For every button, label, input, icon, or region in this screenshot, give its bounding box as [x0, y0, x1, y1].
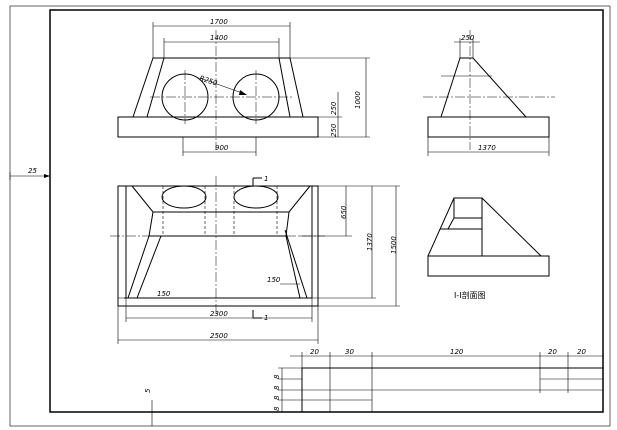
dim-plan-bottom-outer: 2500: [210, 332, 228, 340]
dim-left-margin: 25: [28, 167, 37, 175]
dim-front-top-inner: 1400: [210, 34, 228, 42]
dim-bottom-margin: 5: [144, 388, 152, 393]
dim-plan-right-outer: 1500: [390, 236, 398, 254]
title-block: 20 30 120 20 20 8 8 8 8: [273, 348, 604, 413]
dim-front-right-total: 1000: [354, 91, 362, 109]
title-row-height-1: 8: [273, 374, 281, 379]
title-row-height-3: 8: [273, 395, 281, 400]
dim-plan-bottom-inner: 2300: [210, 310, 228, 318]
sheet-outer-border: [9, 5, 611, 427]
dim-front-right-mid: 250: [330, 101, 338, 115]
plan-view: 1 1 650 1370 1500 150 150 2300 2500: [110, 175, 400, 344]
bottom-margin-dimension: 5: [144, 388, 153, 426]
title-col-width-2: 30: [345, 348, 354, 356]
front-view: 1700 1400 R250 1000 250 250 900: [117, 18, 370, 156]
section-mark-top: 1: [264, 175, 268, 183]
title-col-width-4: 20: [548, 348, 557, 356]
side-view: 250 1370: [423, 30, 555, 156]
section-caption: Ⅰ-Ⅰ剖面图: [454, 290, 486, 300]
section-view: Ⅰ-Ⅰ剖面图: [427, 197, 550, 300]
title-col-width-1: 20: [310, 348, 319, 356]
title-row-height-2: 8: [273, 385, 281, 390]
dim-front-top-outer: 1700: [210, 18, 228, 26]
dim-side-bottom: 1370: [478, 144, 496, 152]
dim-side-top: 250: [461, 34, 475, 42]
dim-plan-leg-left: 150: [157, 290, 171, 298]
dim-plan-right-mid: 1370: [366, 233, 374, 251]
left-margin-dimension: 25: [9, 167, 50, 180]
dim-plan-right-inner: 650: [340, 205, 348, 219]
dim-plan-leg-right: 150: [267, 276, 281, 284]
dim-front-radius: R250: [198, 74, 218, 87]
title-row-height-4: 8: [273, 406, 281, 411]
title-col-width-3: 120: [450, 348, 464, 356]
drawing-frame: [49, 9, 604, 413]
title-col-width-5: 20: [577, 348, 586, 356]
dim-front-right-base: 250: [330, 123, 338, 137]
dim-front-bottom: 900: [215, 144, 229, 152]
